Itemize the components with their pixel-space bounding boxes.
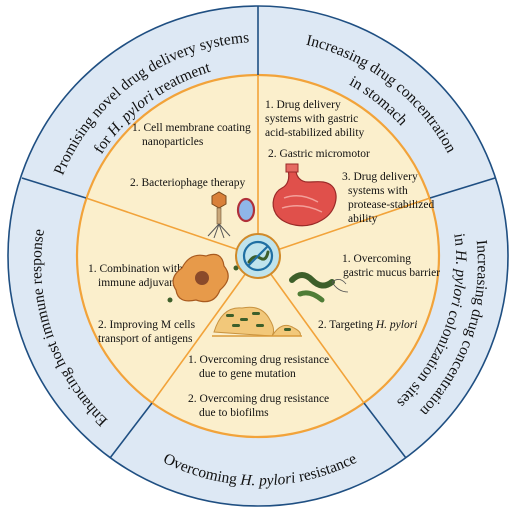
item-mutation-line2: due to gene mutation bbox=[199, 368, 296, 380]
cell-icon bbox=[236, 197, 256, 223]
biofilm-icon bbox=[212, 306, 302, 337]
item-gastric-acid-line1: 1. Drug delivery bbox=[265, 99, 341, 111]
item-gastric-acid-line2: systems with gastric bbox=[265, 113, 358, 125]
item-protease-line4: ability bbox=[348, 213, 378, 225]
item-bacteriophage: 2. Bacteriophage therapy bbox=[130, 177, 246, 189]
item-cell-membrane-line1: 1. Cell membrane coating bbox=[132, 122, 251, 134]
item-mcells-line1: 2. Improving M cells bbox=[98, 319, 196, 331]
item-protease-line1: 3. Drug delivery bbox=[342, 171, 418, 183]
outer-dividers bbox=[21, 6, 496, 459]
no-bacteria-icon bbox=[235, 233, 281, 279]
helicobacter-icon bbox=[289, 272, 349, 303]
item-micromotor: 2. Gastric micromotor bbox=[268, 148, 370, 160]
item-mcells-line2: transport of antigens bbox=[98, 333, 193, 345]
item-mutation-line1: 1. Overcoming drug resistance bbox=[188, 354, 329, 366]
item-mucus-line1: 1. Overcoming bbox=[342, 253, 411, 265]
immune-cell-icon bbox=[167, 253, 239, 303]
item-biofilm-line1: 2. Overcoming drug resistance bbox=[188, 393, 329, 405]
bacteriophage-icon bbox=[207, 191, 231, 239]
item-mucus-line2: gastric mucus barrier bbox=[343, 267, 440, 279]
item-adjuvant-line1: 1. Combination with bbox=[88, 263, 183, 275]
item-protease-line3: protease-stabilized bbox=[348, 199, 434, 211]
item-gastric-acid-line3: acid-stabilized ability bbox=[265, 127, 365, 139]
inner-dividers bbox=[85, 75, 431, 404]
item-adjuvant-line2: immune adjuvants bbox=[98, 277, 183, 289]
item-targeting: 2. Targeting H. pylori bbox=[318, 319, 417, 331]
item-cell-membrane-line2: nanoparticles bbox=[142, 136, 204, 148]
item-protease-line2: systems with bbox=[348, 185, 408, 197]
item-biofilm-line2: due to biofilms bbox=[199, 407, 269, 419]
stomach-icon bbox=[272, 163, 337, 227]
